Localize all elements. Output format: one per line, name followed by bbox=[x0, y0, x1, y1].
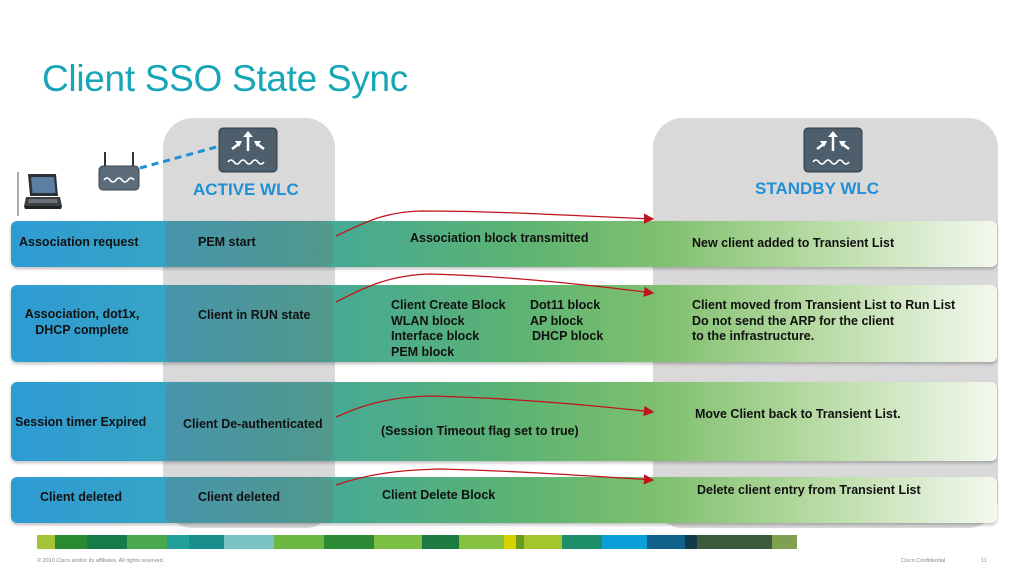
standby-result: Delete client entry from Transient List bbox=[697, 483, 921, 497]
strip-segment bbox=[224, 535, 274, 549]
sync-arrow bbox=[335, 468, 655, 486]
access-point-icon bbox=[98, 152, 140, 191]
strip-segment bbox=[459, 535, 504, 549]
row-band bbox=[11, 477, 997, 523]
strip-segment bbox=[37, 535, 55, 549]
active-column-overlay bbox=[165, 477, 333, 523]
sync-arrow bbox=[335, 273, 655, 303]
row-band bbox=[11, 382, 997, 461]
transfer-block: Dot11 block bbox=[530, 298, 601, 312]
strip-segment bbox=[772, 535, 797, 549]
active-action: PEM start bbox=[198, 235, 256, 249]
strip-segment bbox=[516, 535, 524, 549]
footer-color-strip bbox=[37, 535, 987, 549]
strip-segment bbox=[374, 535, 422, 549]
strip-segment bbox=[685, 535, 697, 549]
standby-result: Client moved from Transient List to Run … bbox=[692, 298, 956, 312]
strip-segment bbox=[697, 535, 772, 549]
row-band bbox=[11, 221, 997, 267]
client-event: Association request bbox=[19, 235, 139, 249]
strip-segment bbox=[167, 535, 189, 549]
transfer-block: PEM block bbox=[391, 344, 455, 359]
active-column-overlay bbox=[165, 382, 333, 461]
transfer-label: Client Delete Block bbox=[382, 488, 496, 502]
strip-segment bbox=[504, 535, 516, 549]
client-event: Client deleted bbox=[40, 490, 122, 504]
active-action: Client in RUN state bbox=[198, 308, 311, 322]
copyright-text: © 2010 Cisco and/or its affiliates. All … bbox=[37, 558, 165, 564]
strip-segment bbox=[87, 535, 127, 549]
standby-result: New client added to Transient List bbox=[692, 236, 895, 250]
standby-wlc-label: STANDBY WLC bbox=[755, 179, 880, 198]
active-wlc-label: ACTIVE WLC bbox=[193, 180, 299, 199]
standby-result: Move Client back to Transient List. bbox=[695, 407, 901, 421]
standby-result: Do not send the ARP for the client bbox=[692, 313, 895, 328]
strip-segment bbox=[274, 535, 324, 549]
transfer-label: (Session Timeout flag set to true) bbox=[381, 424, 579, 438]
standby-result: to the infrastructure. bbox=[692, 329, 815, 343]
strip-segment bbox=[562, 535, 602, 549]
strip-segment bbox=[647, 535, 685, 549]
strip-segment bbox=[189, 535, 224, 549]
confidential-label: Cisco Confidential bbox=[901, 558, 946, 564]
active-column-overlay bbox=[165, 285, 333, 362]
active-action: Client De-authenticated bbox=[183, 417, 323, 431]
page-number: 11 bbox=[981, 558, 987, 564]
strip-segment bbox=[324, 535, 374, 549]
wlc-router-icon bbox=[803, 127, 863, 173]
strip-segment bbox=[422, 535, 459, 549]
transfer-block: Client Create Block bbox=[391, 298, 506, 312]
client-event: Association, dot1x, DHCP complete bbox=[24, 307, 140, 337]
active-column-overlay bbox=[165, 221, 333, 267]
transfer-label: Association block transmitted bbox=[410, 231, 589, 245]
transfer-block: Interface block bbox=[391, 329, 480, 343]
active-action: Client deleted bbox=[198, 490, 280, 504]
client-event: Session timer Expired bbox=[15, 415, 147, 429]
strip-segment bbox=[55, 535, 87, 549]
laptop-icon bbox=[17, 172, 62, 216]
sync-arrow bbox=[335, 210, 655, 237]
row-band bbox=[11, 285, 997, 362]
transfer-block: WLAN block bbox=[391, 313, 465, 328]
transfer-block: DHCP block bbox=[532, 329, 604, 343]
strip-segment bbox=[602, 535, 647, 549]
transfer-block: AP block bbox=[530, 313, 584, 328]
strip-segment bbox=[127, 535, 167, 549]
page-title: Client SSO State Sync bbox=[42, 58, 408, 99]
sync-arrow bbox=[335, 395, 655, 418]
wlc-router-icon bbox=[218, 127, 278, 173]
strip-segment bbox=[524, 535, 562, 549]
